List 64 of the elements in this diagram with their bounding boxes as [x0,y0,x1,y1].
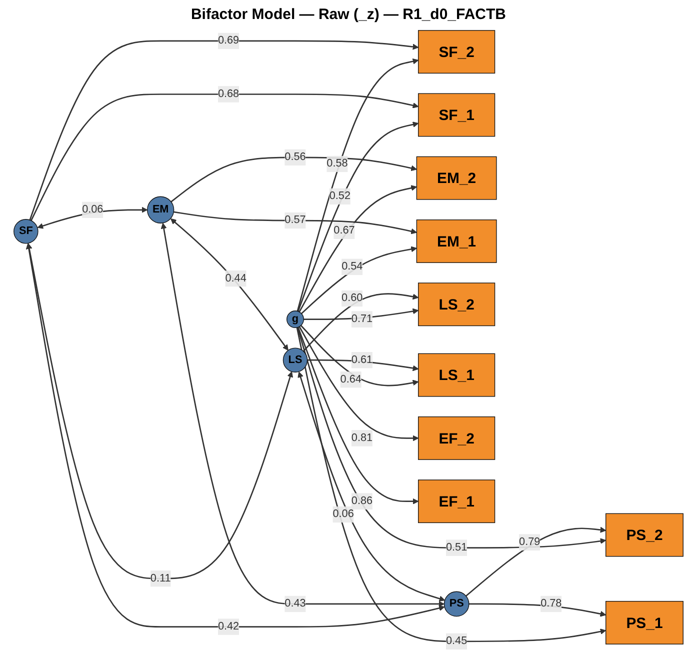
edge-label: 0.79 [519,536,540,548]
arrow [29,40,419,220]
edge-label: 0.60 [342,292,363,304]
arrow [160,222,444,607]
edge-label: 0.06 [332,508,354,520]
edge-label: 0.78 [540,598,562,610]
node-box: EM_2 [416,156,497,200]
node-circle: PS [444,591,470,617]
arrow [26,243,294,580]
arrow [298,122,419,312]
arrow [26,243,445,628]
edge-label: 0.71 [351,313,373,325]
edge-label: 0.54 [342,260,363,272]
edge-label: 0.06 [82,204,104,216]
edge-label: 0.11 [150,572,171,584]
edge-label: 0.81 [351,432,373,444]
node-box: LS_1 [418,353,496,397]
edge-label: 0.52 [329,190,350,202]
node-circle: g [286,310,304,328]
arrow [307,359,419,372]
edge-label: 0.43 [284,598,306,610]
edge-label: 0.51 [446,542,468,554]
node-box: SF_1 [418,93,496,137]
node-box: SF_2 [418,30,496,74]
node-circle: SF [14,219,38,244]
edge-label: 0.58 [326,158,348,170]
arrow [296,58,419,312]
arrow [304,308,419,320]
arrow [298,372,446,602]
arrow [300,246,417,314]
arrow [302,293,419,352]
arrow [296,327,606,548]
node-box: PS_1 [606,600,684,644]
node-circle: LS [282,348,308,372]
arrow [30,94,419,221]
arrow [296,327,606,642]
node-box: EM_1 [416,220,497,263]
node-box: EF_2 [418,416,496,460]
arrow [174,211,417,234]
edge-label: 0.67 [334,224,355,236]
arrow [468,603,606,617]
diagram-title: Bifactor Model — Raw (_z) — R1_d0_FACTB [190,6,508,23]
arrow [37,206,148,229]
arrow [170,218,288,351]
edge-label: 0.86 [351,495,373,507]
edge-label: 0.61 [351,354,373,366]
node-circle: EM [147,196,174,224]
arrow [466,526,606,597]
edge-label: 0.44 [225,272,246,284]
edge-label: 0.42 [218,620,240,632]
node-box: PS_2 [606,513,684,557]
edge-label: 0.45 [446,635,468,647]
arrow [300,325,419,386]
edge-label: 0.68 [218,88,240,100]
arrow [170,156,417,202]
arrow [298,326,419,504]
node-box: LS_2 [418,282,496,326]
edge-label: 0.57 [284,214,306,226]
edge-label: 0.69 [218,34,240,46]
arrow [298,185,417,312]
arrow [298,326,419,442]
node-box: EF_1 [418,480,496,524]
edge-label: 0.64 [340,374,362,386]
edge-label: 0.56 [284,151,306,163]
